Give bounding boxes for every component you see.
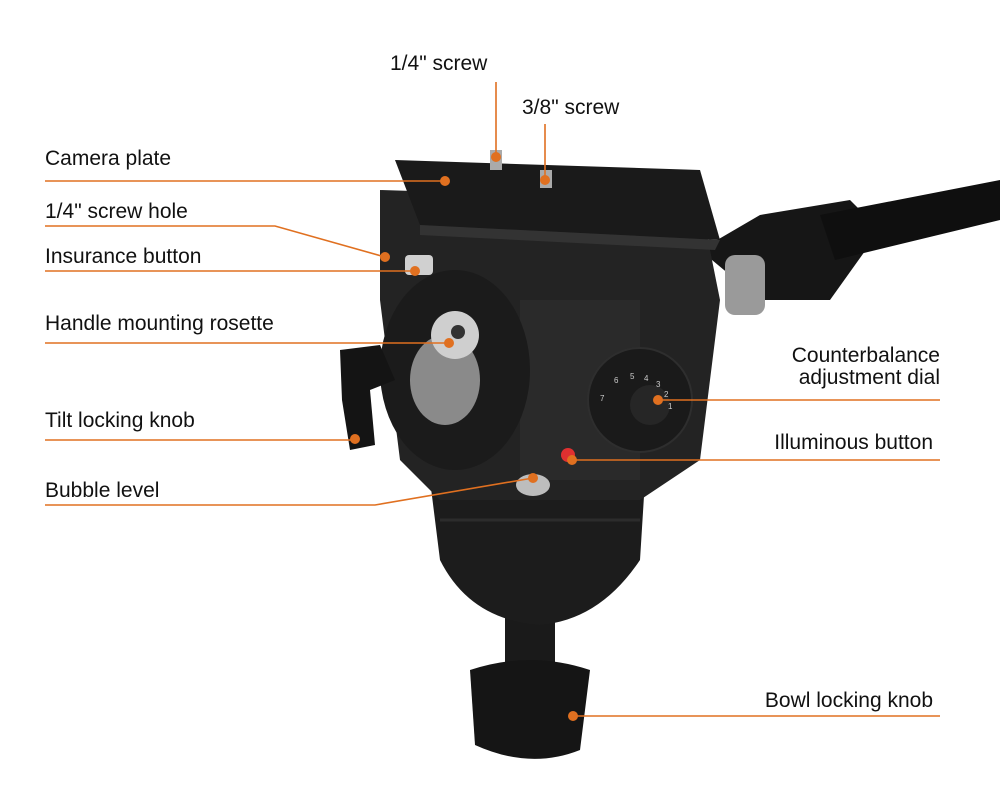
label-insurance-button: Insurance button (45, 245, 202, 268)
label-counterbalance-line2: adjustment dial (798, 366, 940, 389)
leader-bubble-level (45, 477, 534, 506)
dial-number: 6 (614, 376, 619, 385)
label-screw-quarter: 1/4" screw (390, 52, 488, 75)
dial-number: 2 (664, 390, 669, 399)
label-bubble-level: Bubble level (45, 479, 160, 502)
dial-number: 5 (630, 372, 635, 381)
leader-screw-hole (45, 225, 386, 258)
dial-number: 7 (600, 394, 605, 403)
label-tilt-knob: Tilt locking knob (45, 409, 195, 432)
label-screw-three-eighths: 3/8" screw (522, 96, 620, 119)
label-screw-hole: 1/4" screw hole (45, 200, 188, 223)
dial-number: 3 (656, 380, 661, 389)
label-camera-plate: Camera plate (45, 147, 172, 170)
label-bowl-knob: Bowl locking knob (764, 689, 933, 712)
dial-number: 1 (668, 402, 673, 411)
dial-number: 4 (644, 374, 649, 383)
label-illuminous-button: Illuminous button (774, 431, 933, 454)
label-counterbalance-line1: Counterbalance (791, 344, 940, 367)
label-handle-rosette: Handle mounting rosette (45, 312, 274, 335)
